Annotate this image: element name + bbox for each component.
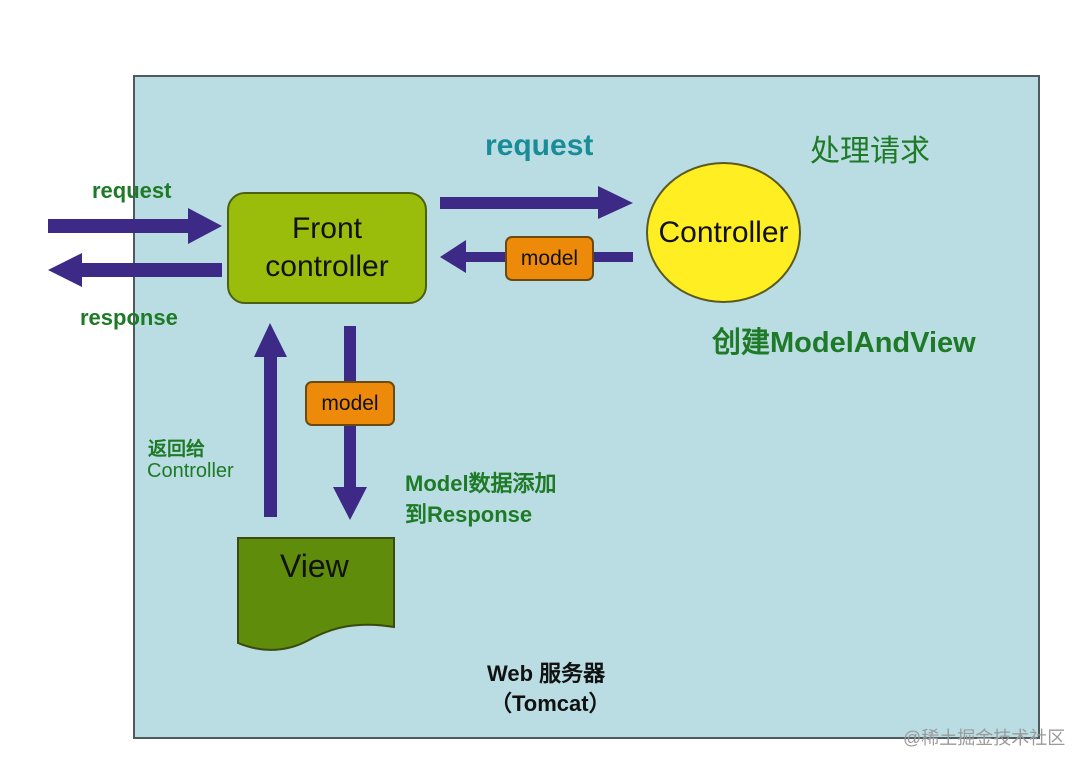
controller-node: Controller — [646, 162, 801, 303]
web-server-title: Web 服务器 — [487, 661, 606, 686]
add-model-line2: 到Response — [405, 502, 533, 527]
view-label: View — [280, 548, 349, 584]
front-controller-line1: Front — [291, 212, 362, 245]
model-tag-middle: model — [305, 381, 395, 426]
view-to-front-arrow — [254, 323, 287, 517]
create-modelandview-label: 创建ModelAndView — [712, 327, 976, 359]
model-tag-top: model — [505, 236, 594, 281]
controller-label: Controller — [658, 215, 789, 249]
request-to-controller-label: request — [485, 129, 594, 162]
external-request-label: request — [92, 178, 172, 203]
external-request-arrow — [48, 208, 222, 244]
request-to-controller-arrow — [440, 186, 633, 219]
front-controller-line2: controller — [265, 250, 389, 283]
external-response-label: response — [80, 305, 178, 330]
return-to-controller-line1: 返回给 — [148, 439, 206, 460]
view-document-shape — [237, 537, 395, 651]
watermark: @稀土掘金技术社区 — [903, 728, 1066, 748]
handle-request-label: 处理请求 — [810, 135, 930, 168]
external-response-arrow — [48, 253, 222, 287]
web-server-subtitle: （Tomcat） — [490, 691, 611, 716]
front-controller-node: Front controller — [227, 192, 427, 304]
add-model-line1: Model数据添加 — [405, 471, 557, 496]
return-to-controller-line2: Controller — [147, 460, 234, 482]
